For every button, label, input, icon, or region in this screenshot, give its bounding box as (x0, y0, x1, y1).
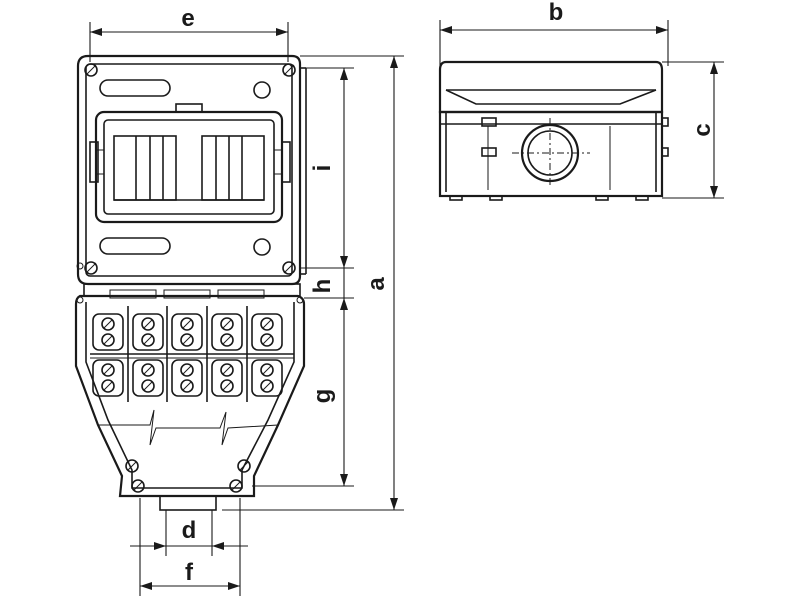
side-view-housing (438, 60, 669, 201)
label-b: b (549, 0, 564, 26)
label-g: g (309, 389, 336, 404)
upper-housing (76, 54, 307, 286)
corner-screw-icon (76, 63, 296, 275)
corner-screw-icon (125, 459, 251, 493)
cable-entry (159, 495, 217, 511)
label-a: a (363, 277, 390, 291)
cable-gland-icon (512, 118, 590, 188)
terminal-screw-icon (101, 317, 274, 393)
label-d: d (182, 517, 197, 544)
dimension-c (662, 61, 724, 199)
dimension-d (130, 510, 248, 556)
label-h: h (309, 279, 336, 294)
label-f: f (185, 559, 194, 586)
dimension-f (139, 498, 241, 596)
mounting-hole (253, 81, 271, 99)
label-slot-bottom (99, 237, 171, 255)
label-slot-top (99, 79, 171, 97)
terminal-block-icon (92, 313, 283, 397)
lower-terminal-section (74, 283, 306, 511)
dimension-i (300, 67, 354, 269)
label-i: i (309, 165, 336, 172)
label-c: c (689, 123, 716, 136)
dimension-g (252, 298, 354, 487)
dimension-b (439, 20, 669, 106)
dimension-a (222, 55, 404, 511)
label-e: e (181, 5, 194, 32)
dimension-e (89, 22, 289, 62)
mounting-hole (253, 238, 271, 256)
meter-window (89, 103, 291, 224)
